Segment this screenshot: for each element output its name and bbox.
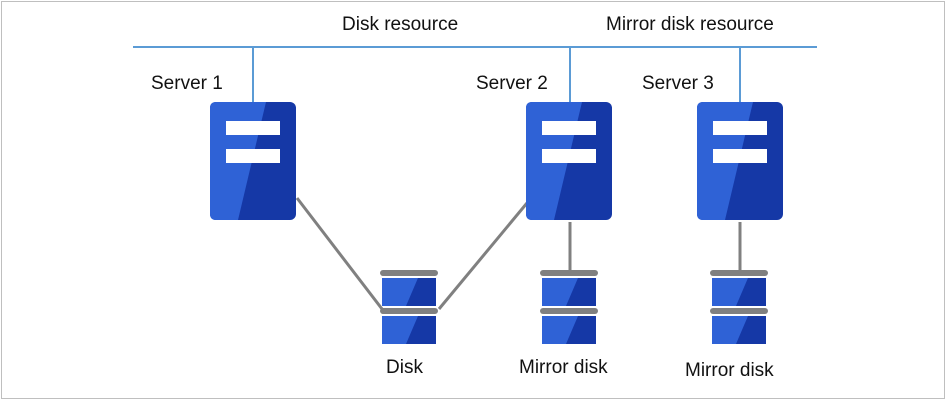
disk-resource-label: Disk resource [342, 14, 458, 35]
server-3-label: Server 3 [642, 73, 714, 94]
shared-disk-icon [380, 270, 438, 344]
server-2-icon [526, 102, 612, 220]
mirror-disk-3-icon [710, 270, 768, 344]
shared-disk-label: Disk [386, 357, 423, 378]
server-2-label: Server 2 [476, 73, 548, 94]
mirror-disk-3-label: Mirror disk [685, 360, 774, 381]
mirror-disk-2-label: Mirror disk [519, 357, 608, 378]
storage-links [295, 197, 742, 310]
server-1-icon [210, 102, 296, 220]
mirror-disk-2-icon [540, 270, 598, 344]
server-1-disk-link [295, 197, 384, 310]
server-2-disk-link [437, 202, 529, 310]
network [133, 46, 817, 102]
mirror-disk-resource-label: Mirror disk resource [606, 14, 774, 35]
server-3-icon [697, 102, 783, 220]
server-1-label: Server 1 [151, 73, 223, 94]
